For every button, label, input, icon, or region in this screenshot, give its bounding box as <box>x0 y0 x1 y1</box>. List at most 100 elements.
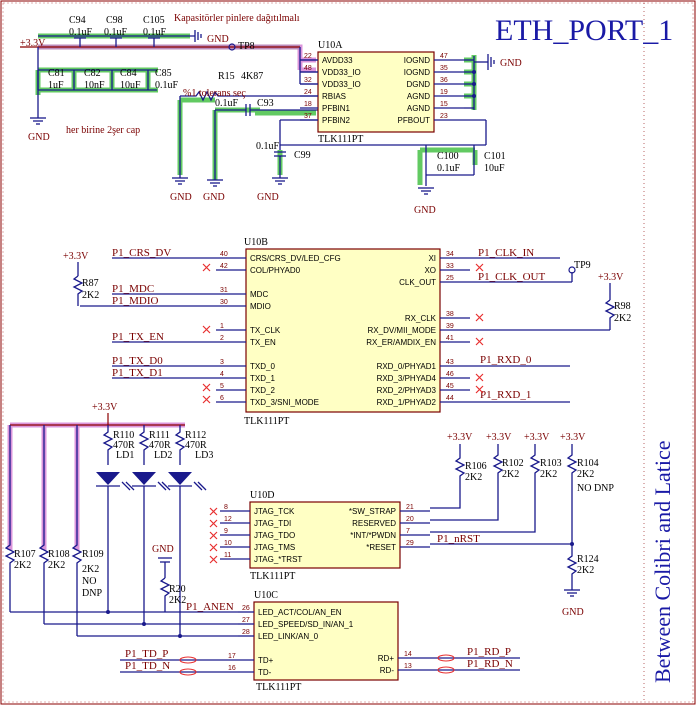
cap-c101[interactable]: C101 10uF <box>473 145 506 175</box>
cap-c93[interactable]: C93 0.1uF <box>215 98 318 116</box>
led-ld3[interactable] <box>168 472 207 491</box>
cap-c100[interactable]: C100 0.1uF <box>425 145 461 186</box>
resistor-r102[interactable]: R102 2K2 <box>430 444 524 521</box>
svg-text:2K2: 2K2 <box>502 469 519 480</box>
svg-text:RBIAS: RBIAS <box>322 92 346 101</box>
resistor-r87[interactable]: R87 2K2 <box>72 275 99 306</box>
cap-c99[interactable]: 0.1uF C99 <box>256 141 311 161</box>
cap-c81[interactable]: C81 1uF <box>37 68 65 91</box>
resistor-r15[interactable]: R15 4K87 <box>180 71 318 102</box>
resistor-r110[interactable]: R110 470R <box>102 425 135 465</box>
power-label-3v3-r106: +3.3V <box>447 432 473 443</box>
net-rxd-0: P1_RXD_0 <box>480 354 532 366</box>
resistor-r112[interactable]: R112 470R <box>174 425 207 465</box>
svg-text:JTAG_TCK: JTAG_TCK <box>254 507 295 516</box>
svg-text:RXD_0/PHYAD1: RXD_0/PHYAD1 <box>377 362 437 371</box>
led-ld1[interactable] <box>96 472 135 491</box>
svg-text:U10B: U10B <box>244 237 268 248</box>
cap-count-note: her birine 2şer cap <box>66 125 140 136</box>
resistor-r103[interactable]: R103 2K2 <box>430 444 562 533</box>
svg-text:C85: C85 <box>155 68 172 79</box>
resistor-r111[interactable]: R111 470R <box>138 425 171 465</box>
cap-c84[interactable]: C84 10uF <box>111 68 141 91</box>
cap-c82[interactable]: C82 10nF <box>73 68 105 91</box>
svg-text:MDC: MDC <box>250 290 268 299</box>
svg-text:RXD_1/PHYAD2: RXD_1/PHYAD2 <box>377 398 437 407</box>
resistor-r104[interactable]: R104 2K2 NO DNP <box>566 444 614 546</box>
u10d-right-pin-29[interactable]: 29*RESET <box>366 540 430 552</box>
resistor-r108[interactable]: R108 2K2 <box>38 425 70 624</box>
svg-text:2K2: 2K2 <box>82 564 99 575</box>
svg-text:2: 2 <box>220 335 224 342</box>
resistor-r106[interactable]: R106 2K2 <box>430 444 487 509</box>
svg-text:TD+: TD+ <box>258 656 274 665</box>
cap-c85[interactable]: C85 0.1uF <box>147 68 179 91</box>
u10d-right-pin-21[interactable]: 21*SW_STRAP <box>349 504 430 516</box>
resistor-r107[interactable]: R107 2K2 <box>4 425 36 590</box>
svg-text:RXD_3/PHYAD4: RXD_3/PHYAD4 <box>377 374 437 383</box>
cap-c105[interactable]: C105 0.1uF <box>143 15 167 47</box>
u10d-right-pin-7[interactable]: 7*INT/*PWDN <box>350 528 430 540</box>
cap-c94[interactable]: C94 0.1uF <box>69 15 93 47</box>
test-point-tp9[interactable]: TP9 <box>568 260 591 274</box>
resistor-r109[interactable]: R109 2K2 NO DNP <box>71 425 104 636</box>
test-point-tp8[interactable]: TP8 <box>228 41 255 52</box>
svg-text:19: 19 <box>440 89 448 96</box>
resistor-r20[interactable]: R20 2K2 <box>159 577 186 612</box>
resistor-r124[interactable]: R124 2K2 <box>566 546 599 590</box>
cap-c98[interactable]: C98 0.1uF <box>104 15 128 47</box>
resistor-r98[interactable]: R98 2K2 <box>604 299 631 330</box>
led-ld2[interactable] <box>132 472 171 491</box>
